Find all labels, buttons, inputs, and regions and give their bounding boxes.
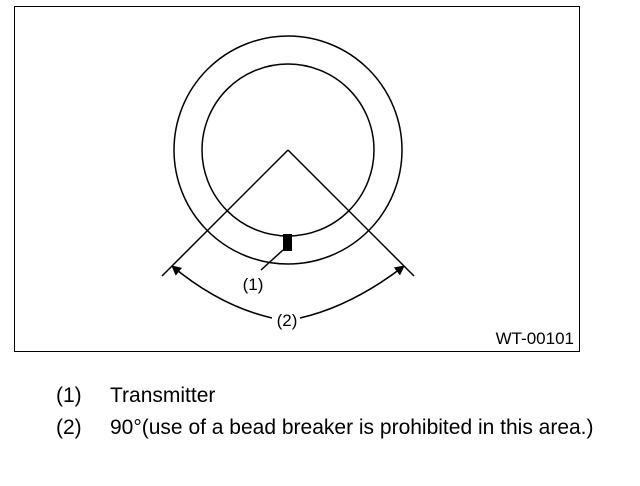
transmitter-marker: [283, 234, 292, 251]
legend-row-angle: (2) 90°(use of a bead breaker is prohibi…: [56, 412, 626, 444]
angle-line-right: [287, 149, 415, 277]
callout-1-label: (1): [243, 275, 264, 294]
angle-arc-left: [171, 265, 273, 319]
angle-line-left: [161, 149, 289, 277]
outer-tire-circle: [173, 35, 403, 265]
legend-number: (1): [56, 384, 82, 407]
legend: (1) Transmitter (2) 90°(use of a bead br…: [56, 380, 626, 444]
legend-text: 90°(use of a bead breaker is prohibited …: [110, 416, 594, 439]
legend-row-transmitter: (1) Transmitter: [56, 380, 626, 412]
figure-code: WT-00101: [496, 329, 574, 348]
figure-frame: [14, 6, 580, 352]
transmitter-leader-line: [260, 249, 284, 271]
angle-arc-right: [299, 265, 405, 319]
legend-text: Transmitter: [110, 384, 216, 407]
callout-2-label: (2): [277, 311, 298, 330]
legend-number: (2): [56, 416, 82, 439]
